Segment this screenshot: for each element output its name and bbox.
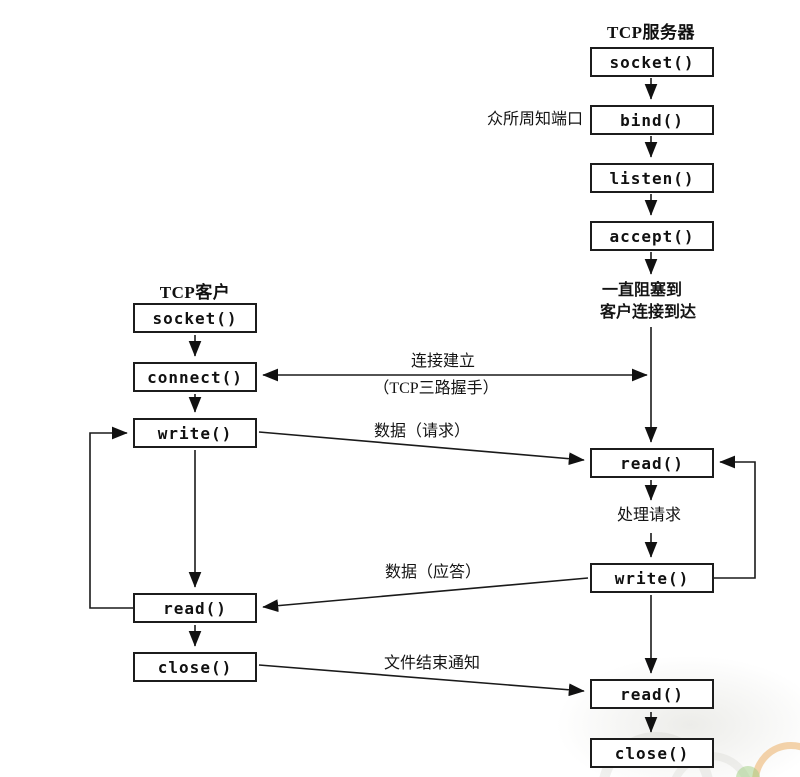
loop-client-read-to-write [89, 426, 133, 609]
client-read-box: read() [133, 593, 257, 623]
client-column-title: TCP客户 [159, 283, 231, 302]
client-socket-box: socket() [133, 303, 257, 333]
arrow-eof-notification [258, 664, 585, 697]
server-bind-box: bind() [590, 105, 714, 135]
label-block-until-line1: 一直阻塞到 [601, 282, 683, 299]
label-connection-established: 连接建立 [410, 353, 476, 370]
label-block-until-line2: 客户连接到达 [599, 304, 697, 321]
arrow-data-reply [262, 577, 589, 613]
server-read-request-box: read() [590, 448, 714, 478]
server-listen-box: listen() [590, 163, 714, 193]
client-connect-box: connect() [133, 362, 257, 392]
label-well-known-port: 众所周知端口 [486, 111, 583, 128]
label-process-request: 处理请求 [616, 507, 682, 524]
loop-server-write-to-read [713, 455, 756, 579]
label-data-request: 数据（请求） [373, 423, 471, 440]
label-eof-notification: 文件结束通知 [383, 655, 481, 672]
server-accept-box: accept() [590, 221, 714, 251]
server-column-title: TCP服务器 [607, 23, 695, 42]
label-data-reply: 数据（应答） [384, 564, 482, 581]
client-close-box: close() [133, 652, 257, 682]
client-write-box: write() [133, 418, 257, 448]
arrow-data-request [258, 431, 585, 466]
server-close-box: close() [590, 738, 714, 768]
server-write-reply-box: write() [590, 563, 714, 593]
watermark-green-dot-icon [736, 766, 760, 777]
server-read-eof-box: read() [590, 679, 714, 709]
label-three-way-handshake: （TCP三路握手） [373, 380, 499, 397]
server-socket-box: socket() [590, 47, 714, 77]
